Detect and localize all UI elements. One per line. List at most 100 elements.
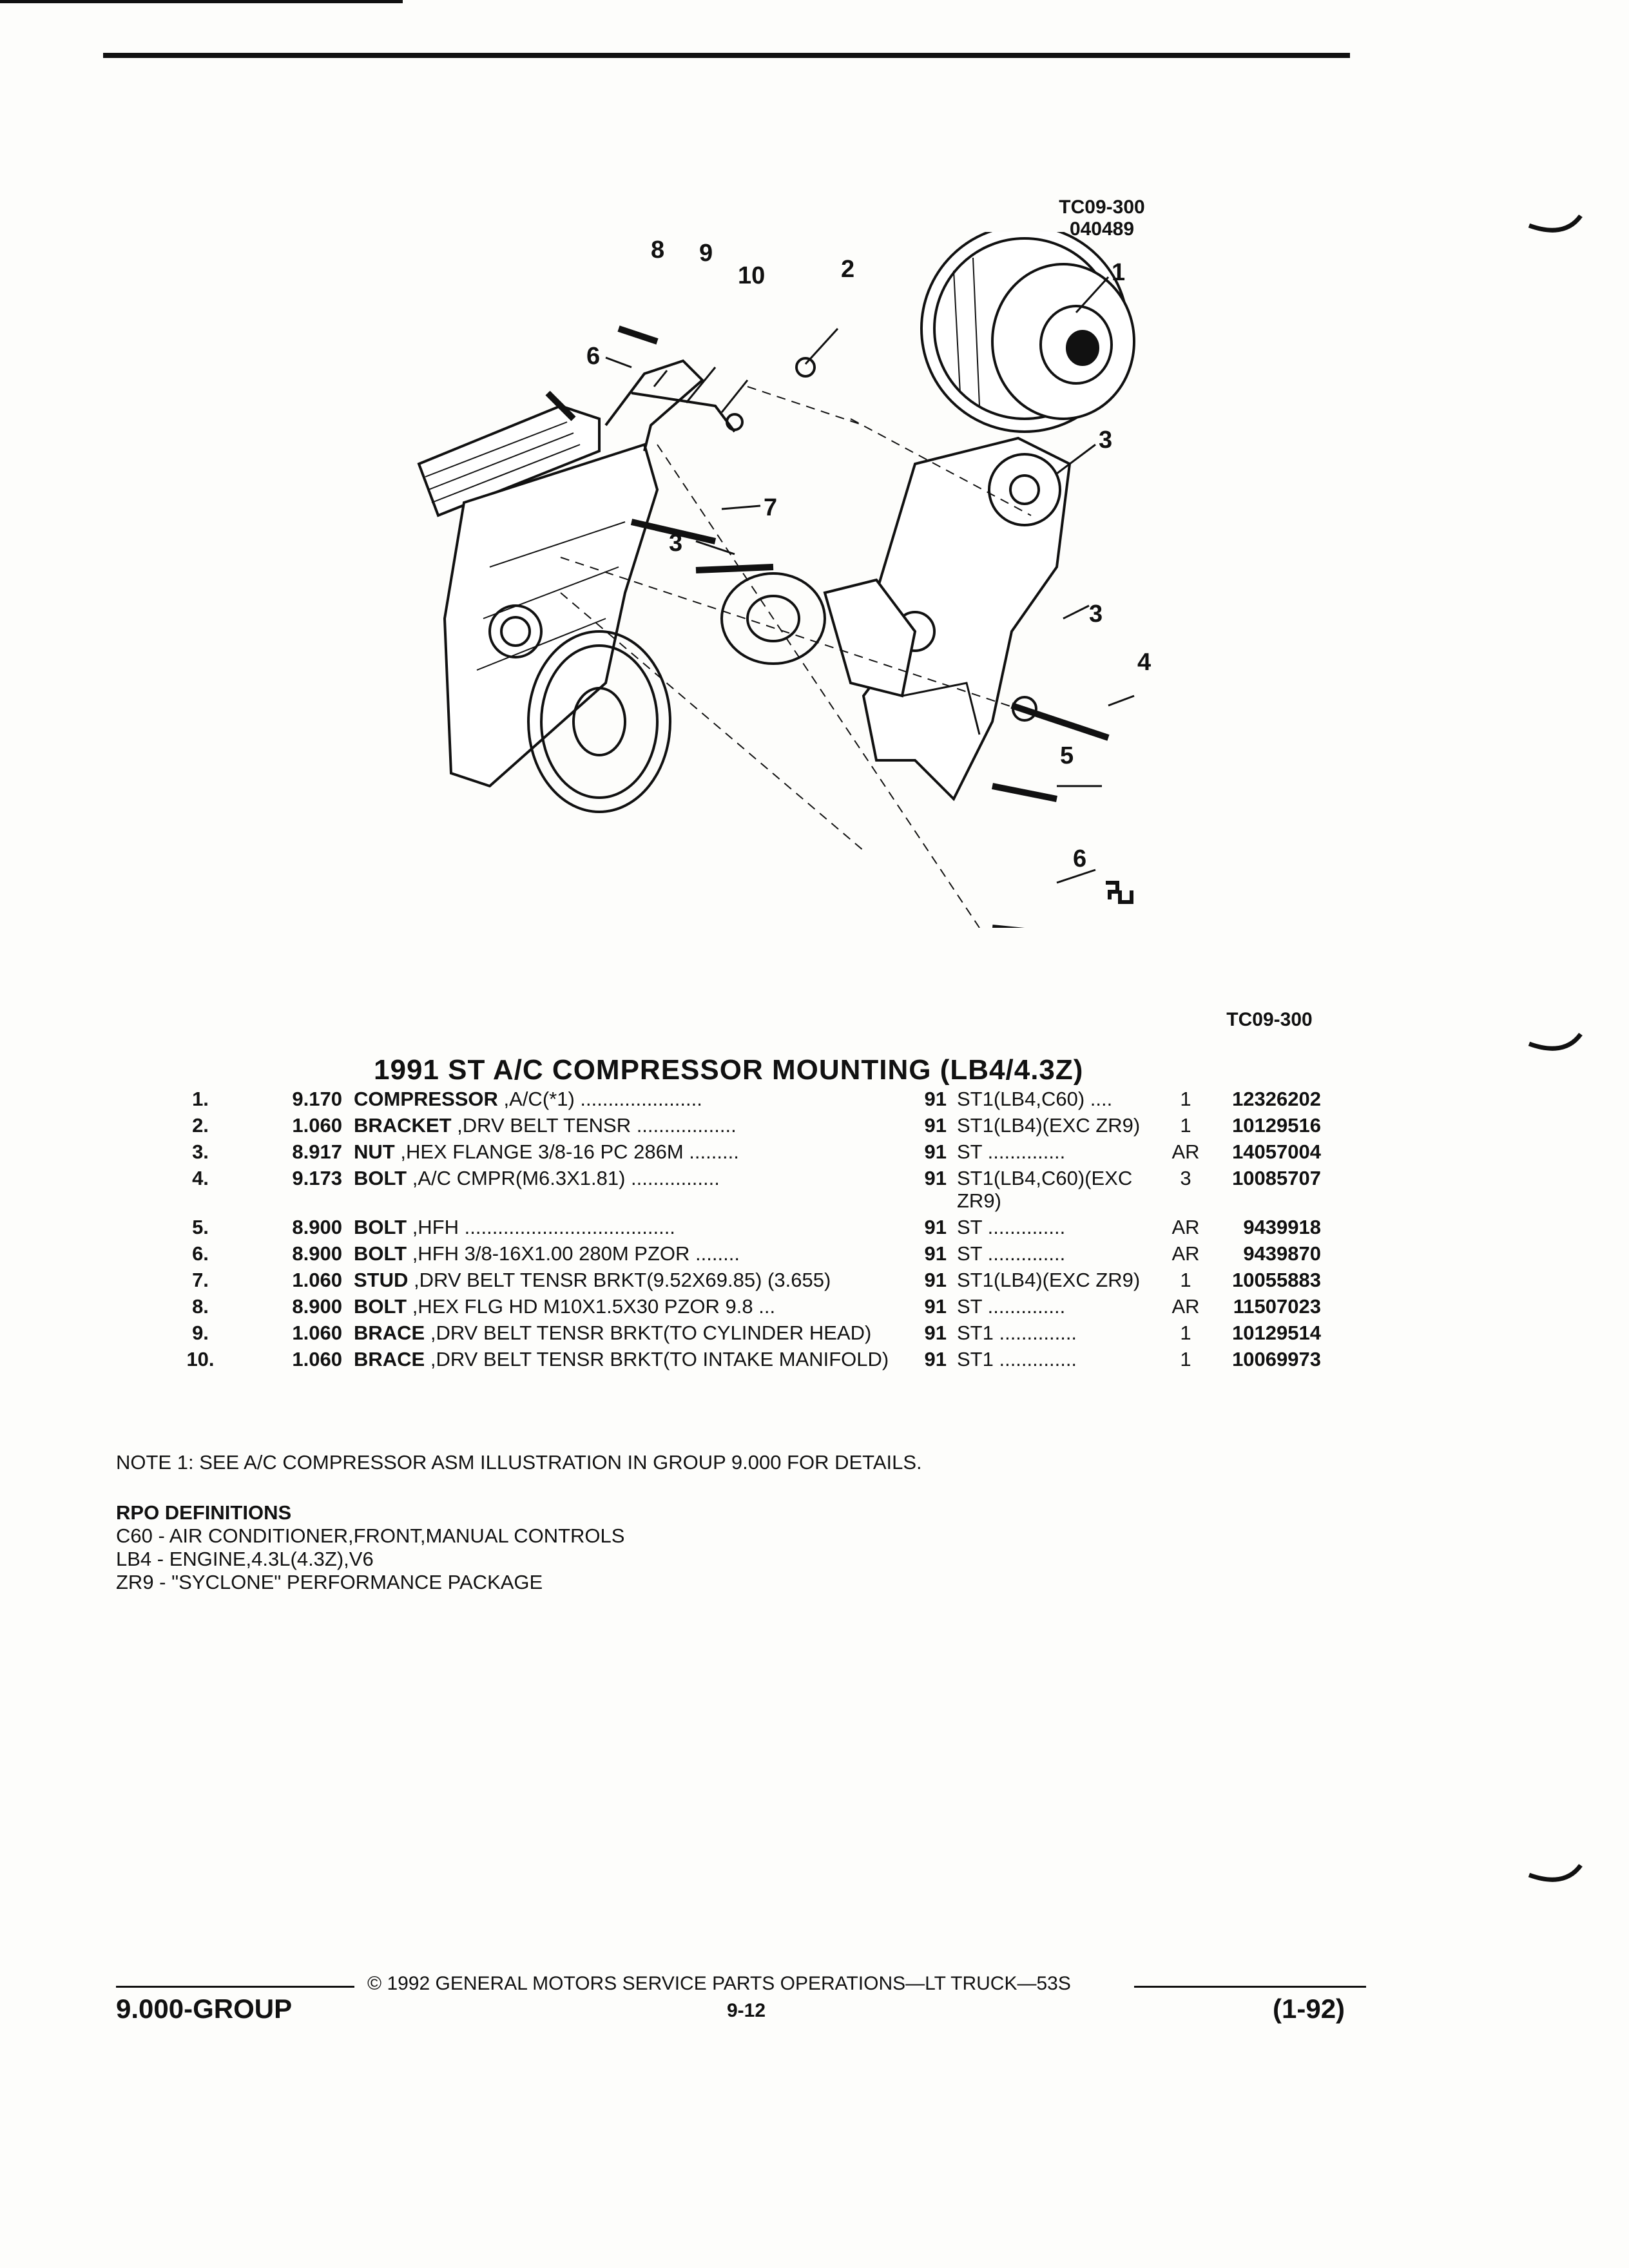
header-rule <box>103 53 1350 58</box>
application: ST1(LB4,C60)(EXC ZR9) <box>957 1167 1133 1212</box>
item-number: 9. <box>192 1321 209 1344</box>
callout-label: 2 <box>841 256 854 283</box>
part-number: 12326202 <box>1232 1088 1321 1110</box>
part-number: 10129516 <box>1232 1114 1321 1137</box>
item-number: 8. <box>192 1295 209 1318</box>
quantity: AR <box>1171 1140 1200 1163</box>
application: ST1(LB4,C60) .... <box>957 1088 1113 1110</box>
application: ST .............. <box>957 1242 1066 1265</box>
footer-date: (1-92) <box>1273 1994 1345 2024</box>
part-description: BRACKET ,DRV BELT TENSR ................… <box>354 1114 901 1140</box>
part-name: BRACE <box>354 1348 425 1370</box>
part-description: BOLT ,HEX FLG HD M10X1.5X30 PZOR 9.8 ... <box>354 1295 901 1321</box>
application: ST1 .............. <box>957 1348 1077 1370</box>
part-description: NUT ,HEX FLANGE 3/8-16 PC 286M ......... <box>354 1140 901 1167</box>
part-number: 9439918 <box>1243 1216 1321 1238</box>
application: ST .............. <box>957 1216 1066 1238</box>
part-name: BOLT <box>354 1167 407 1189</box>
footer-copyright: © 1992 GENERAL MOTORS SERVICE PARTS OPER… <box>367 1973 1071 1994</box>
callout-label: 5 <box>1060 742 1074 769</box>
part-number: 10085707 <box>1232 1167 1321 1189</box>
part-name: BOLT <box>354 1216 407 1238</box>
group-code: 1.060 <box>292 1348 342 1370</box>
model-year: 91 <box>924 1167 947 1189</box>
part-name: BOLT <box>354 1295 407 1318</box>
table-row: 3. 8.917 NUT ,HEX FLANGE 3/8-16 PC 286M ..… <box>152 1140 1321 1167</box>
part-spec: ,HEX FLG HD M10X1.5X30 PZOR 9.8 ... <box>407 1295 776 1318</box>
part-description: BRACE ,DRV BELT TENSR BRKT(TO INTAKE MAN… <box>354 1348 901 1374</box>
application: ST .............. <box>957 1140 1066 1163</box>
part-name: COMPRESSOR <box>354 1088 498 1110</box>
part-spec: ,A/C(*1) ...................... <box>497 1088 702 1110</box>
part-spec: ,A/C CMPR(M6.3X1.81) ................ <box>407 1167 720 1189</box>
part-description: BOLT ,A/C CMPR(M6.3X1.81) ..............… <box>354 1167 901 1216</box>
callout-label: 9 <box>699 240 713 267</box>
part-name: BOLT <box>354 1242 407 1265</box>
rpo-item: C60 - AIR CONDITIONER,FRONT,MANUAL CONTR… <box>116 1524 625 1547</box>
part-number: 9439870 <box>1243 1242 1321 1265</box>
model-year: 91 <box>924 1321 947 1344</box>
page-title: 1991 ST A/C COMPRESSOR MOUNTING (LB4/4.3… <box>374 1054 1084 1086</box>
callout-label: 1 <box>1112 259 1125 286</box>
callout-label: 3 <box>669 530 682 557</box>
part-description: COMPRESSOR ,A/C(*1) ....................… <box>354 1088 901 1114</box>
callout-label: 6 <box>1073 845 1086 872</box>
quantity: AR <box>1171 1216 1200 1238</box>
footer-rule-right <box>1134 1986 1366 1988</box>
part-description: BRACE ,DRV BELT TENSR BRKT(TO CYLINDER H… <box>354 1321 901 1348</box>
application: ST1(LB4)(EXC ZR9) <box>957 1114 1141 1137</box>
compressor-mounting-illustration: 8 9 10 2 1 6 3 7 3 3 4 5 6 <box>417 232 1151 928</box>
figure-caption-code: TC09-300 <box>1226 1009 1313 1030</box>
group-code: 8.900 <box>292 1295 342 1318</box>
binding-mark <box>1528 1032 1583 1051</box>
group-code: 9.170 <box>292 1088 342 1110</box>
part-number: 10069973 <box>1232 1348 1321 1370</box>
callout-label: 8 <box>651 236 664 264</box>
figure-code: TC09-300 <box>1059 197 1145 218</box>
rpo-item: LB4 - ENGINE,4.3L(4.3Z),V6 <box>116 1548 374 1570</box>
part-name: STUD <box>354 1269 409 1291</box>
part-spec: ,DRV BELT TENSR BRKT(TO CYLINDER HEAD) <box>425 1321 872 1344</box>
part-description: STUD ,DRV BELT TENSR BRKT(9.52X69.85) (3… <box>354 1269 901 1295</box>
model-year: 91 <box>924 1088 947 1110</box>
binding-mark <box>1528 1863 1583 1882</box>
rpo-heading: RPO DEFINITIONS <box>116 1501 292 1524</box>
part-spec: ,HFH ...................................… <box>407 1216 675 1238</box>
figure-date-code: 040489 <box>1069 218 1135 240</box>
quantity: 1 <box>1180 1348 1191 1370</box>
item-number: 6. <box>192 1242 209 1265</box>
quantity: 1 <box>1180 1114 1191 1137</box>
part-spec: ,HEX FLANGE 3/8-16 PC 286M ......... <box>394 1140 739 1163</box>
quantity: 1 <box>1180 1269 1191 1291</box>
quantity: 3 <box>1180 1167 1191 1189</box>
item-number: 5. <box>192 1216 209 1238</box>
item-number: 2. <box>192 1114 209 1137</box>
group-code: 8.917 <box>292 1140 342 1163</box>
group-code: 8.900 <box>292 1216 342 1238</box>
group-code: 9.173 <box>292 1167 342 1189</box>
model-year: 91 <box>924 1295 947 1318</box>
part-spec: ,DRV BELT TENSR BRKT(TO INTAKE MANIFOLD) <box>425 1348 889 1370</box>
model-year: 91 <box>924 1140 947 1163</box>
rpo-definitions: RPO DEFINITIONS C60 - AIR CONDITIONER,FR… <box>116 1501 624 1594</box>
application: ST1(LB4)(EXC ZR9) <box>957 1269 1141 1291</box>
item-number: 3. <box>192 1140 209 1163</box>
table-row: 8. 8.900 BOLT ,HEX FLG HD M10X1.5X30 PZOR … <box>152 1295 1321 1321</box>
application: ST1 .............. <box>957 1321 1077 1344</box>
quantity: 1 <box>1180 1088 1191 1110</box>
callout-label: 10 <box>738 262 765 289</box>
model-year: 91 <box>924 1269 947 1291</box>
footer-group: 9.000-GROUP <box>116 1994 293 2024</box>
part-spec: ,HFH 3/8-16X1.00 280M PZOR ........ <box>407 1242 740 1265</box>
item-number: 7. <box>192 1269 209 1291</box>
model-year: 91 <box>924 1242 947 1265</box>
binding-mark <box>1528 214 1583 233</box>
part-name: BRACE <box>354 1321 425 1344</box>
page-number: 9-12 <box>727 2000 766 2021</box>
